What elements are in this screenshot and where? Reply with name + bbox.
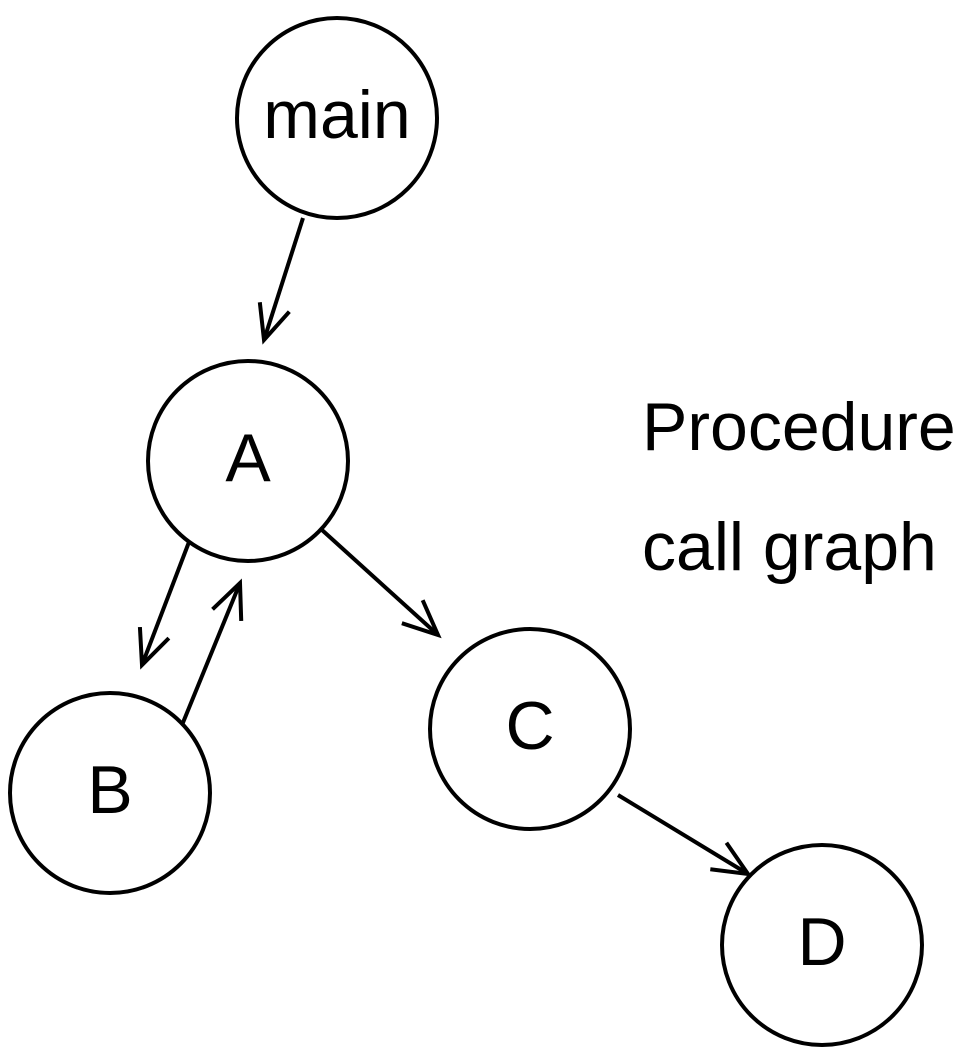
- edge-B-to-A: [180, 578, 244, 726]
- edge-A-to-C: [320, 528, 442, 639]
- node-label-A: A: [225, 420, 271, 496]
- node-circle-C[interactable]: [428, 627, 632, 831]
- caption-line-2: call graph: [642, 509, 937, 585]
- caption-block: Procedure call graph: [642, 389, 954, 585]
- caption-line-1: Procedure: [642, 389, 954, 465]
- edge-line-main-to-A: [262, 217, 305, 341]
- arrowhead-C-to-D: [710, 841, 753, 877]
- arrowhead-main-to-A: [257, 302, 291, 345]
- edge-line-A-to-B: [140, 541, 191, 666]
- node-A[interactable]: A: [146, 359, 350, 563]
- node-circle-D[interactable]: [720, 843, 924, 1047]
- node-label-main: main: [263, 77, 410, 153]
- edge-C-to-D: [616, 793, 753, 877]
- node-B[interactable]: B: [8, 691, 212, 895]
- arrowhead-B-to-A: [211, 578, 244, 622]
- node-C[interactable]: C: [428, 627, 632, 831]
- node-circle-B[interactable]: [8, 691, 212, 895]
- edge-A-to-B: [137, 541, 191, 670]
- node-circle-main[interactable]: [235, 16, 439, 220]
- node-layer: main A B C D: [8, 16, 924, 1047]
- node-D[interactable]: D: [720, 843, 924, 1047]
- arrowhead-A-to-C: [401, 599, 442, 639]
- edge-layer: [137, 217, 753, 877]
- node-label-C: C: [505, 688, 554, 764]
- edge-line-C-to-D: [616, 793, 750, 876]
- edge-main-to-A: [257, 217, 305, 345]
- edge-line-A-to-C: [320, 528, 440, 637]
- edge-line-B-to-A: [180, 582, 242, 726]
- node-label-B: B: [87, 752, 132, 828]
- node-label-D: D: [797, 904, 846, 980]
- node-circle-A[interactable]: [146, 359, 350, 563]
- arrowhead-A-to-B: [137, 626, 171, 670]
- node-main[interactable]: main: [235, 16, 439, 220]
